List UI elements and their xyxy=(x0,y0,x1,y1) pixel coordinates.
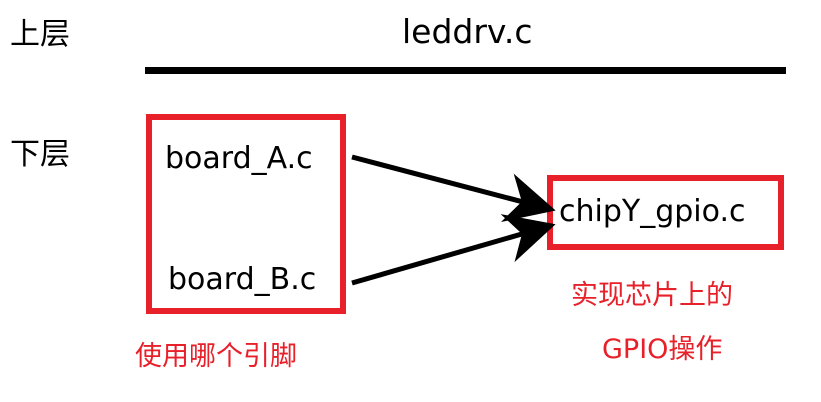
chip-note-line-1: 实现芯片上的 xyxy=(571,280,733,311)
board-pin-note: 使用哪个引脚 xyxy=(135,341,297,372)
board-b-file: board_B.c xyxy=(168,262,317,297)
arrow-board-a-to-chip xyxy=(351,154,556,223)
lower-layer-label: 下层 xyxy=(10,137,70,172)
board-a-file: board_A.c xyxy=(165,141,313,176)
chip-note-line-2: GPIO操作 xyxy=(602,334,723,365)
upper-file-label: leddrv.c xyxy=(402,12,533,51)
chip-gpio-file: chipY_gpio.c xyxy=(559,194,746,229)
layer-divider xyxy=(145,67,786,74)
upper-layer-label: 上层 xyxy=(10,17,70,52)
arrow-board-b-to-chip xyxy=(351,214,556,286)
boards-box xyxy=(146,114,346,314)
